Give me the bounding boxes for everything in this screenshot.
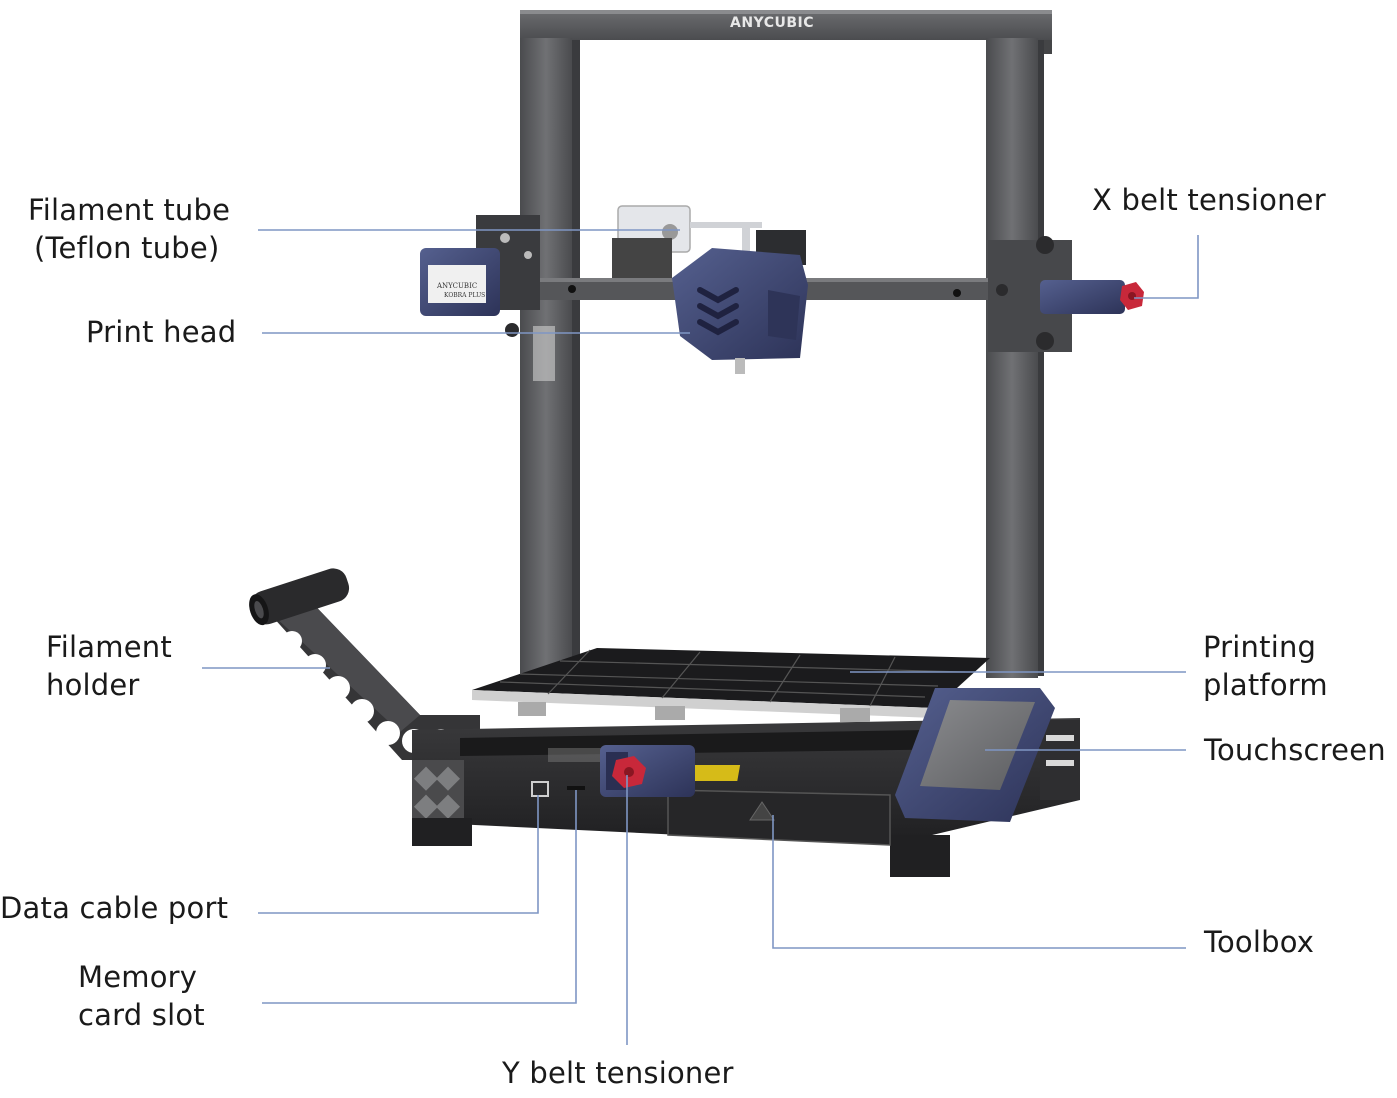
frame-brand-text: ANYCUBIC (730, 15, 814, 31)
label-memory-card-slot-line-1: Memory (78, 960, 198, 994)
leader-lines (202, 229, 1199, 1045)
label-filament-holder-line-2: holder (46, 668, 140, 702)
label-touchscreen: Touchscreen (1204, 731, 1386, 769)
label-printing-platform-line-1: Printing (1203, 630, 1317, 664)
label-filament-tube-line-1: Filament tube (28, 193, 231, 227)
touchscreen-unit (895, 688, 1055, 822)
label-printing-platform-line-2: platform (1203, 668, 1328, 702)
label-filament-holder: Filament holder (46, 628, 172, 704)
label-filament-tube: Filament tube (Teflon tube) (28, 191, 230, 267)
label-x-belt-tensioner-text: X belt tensioner (1092, 183, 1326, 217)
label-memory-card-slot-line-2: card slot (78, 998, 205, 1032)
label-y-belt-tensioner-text: Y belt tensioner (502, 1056, 734, 1090)
label-memory-card-slot: Memory card slot (78, 958, 205, 1034)
label-data-cable-port: Data cable port (0, 889, 228, 927)
print-bed (472, 648, 990, 722)
model-plate-line-1: ANYCUBIC (436, 282, 477, 290)
leader-x-tensioner (1134, 235, 1199, 299)
x-tensioner-body (1040, 280, 1144, 314)
print-head-assembly (612, 205, 808, 374)
label-toolbox: Toolbox (1204, 923, 1314, 961)
label-toolbox-text: Toolbox (1204, 925, 1315, 959)
label-y-belt-tensioner: Y belt tensioner (502, 1054, 734, 1092)
leader-memory-card (262, 790, 577, 1004)
y-tensioner-body (600, 745, 695, 797)
leader-toolbox (772, 815, 1186, 949)
label-x-belt-tensioner: X belt tensioner (1092, 181, 1326, 219)
label-touchscreen-text: Touchscreen (1204, 733, 1386, 767)
leader-data-cable-port (258, 795, 539, 914)
label-data-cable-port-text: Data cable port (0, 891, 229, 925)
gantry-frame (520, 10, 1052, 678)
label-printing-platform: Printing platform (1203, 628, 1328, 704)
label-filament-holder-line-1: Filament (46, 630, 172, 664)
label-print-head-text: Print head (86, 315, 237, 349)
model-plate-line-2: KOBRA PLUS (444, 292, 485, 299)
label-print-head: Print head (86, 313, 236, 351)
label-filament-tube-line-2: (Teflon tube) (34, 231, 220, 265)
printer-illustration: ANYCUBIC (249, 10, 1144, 877)
